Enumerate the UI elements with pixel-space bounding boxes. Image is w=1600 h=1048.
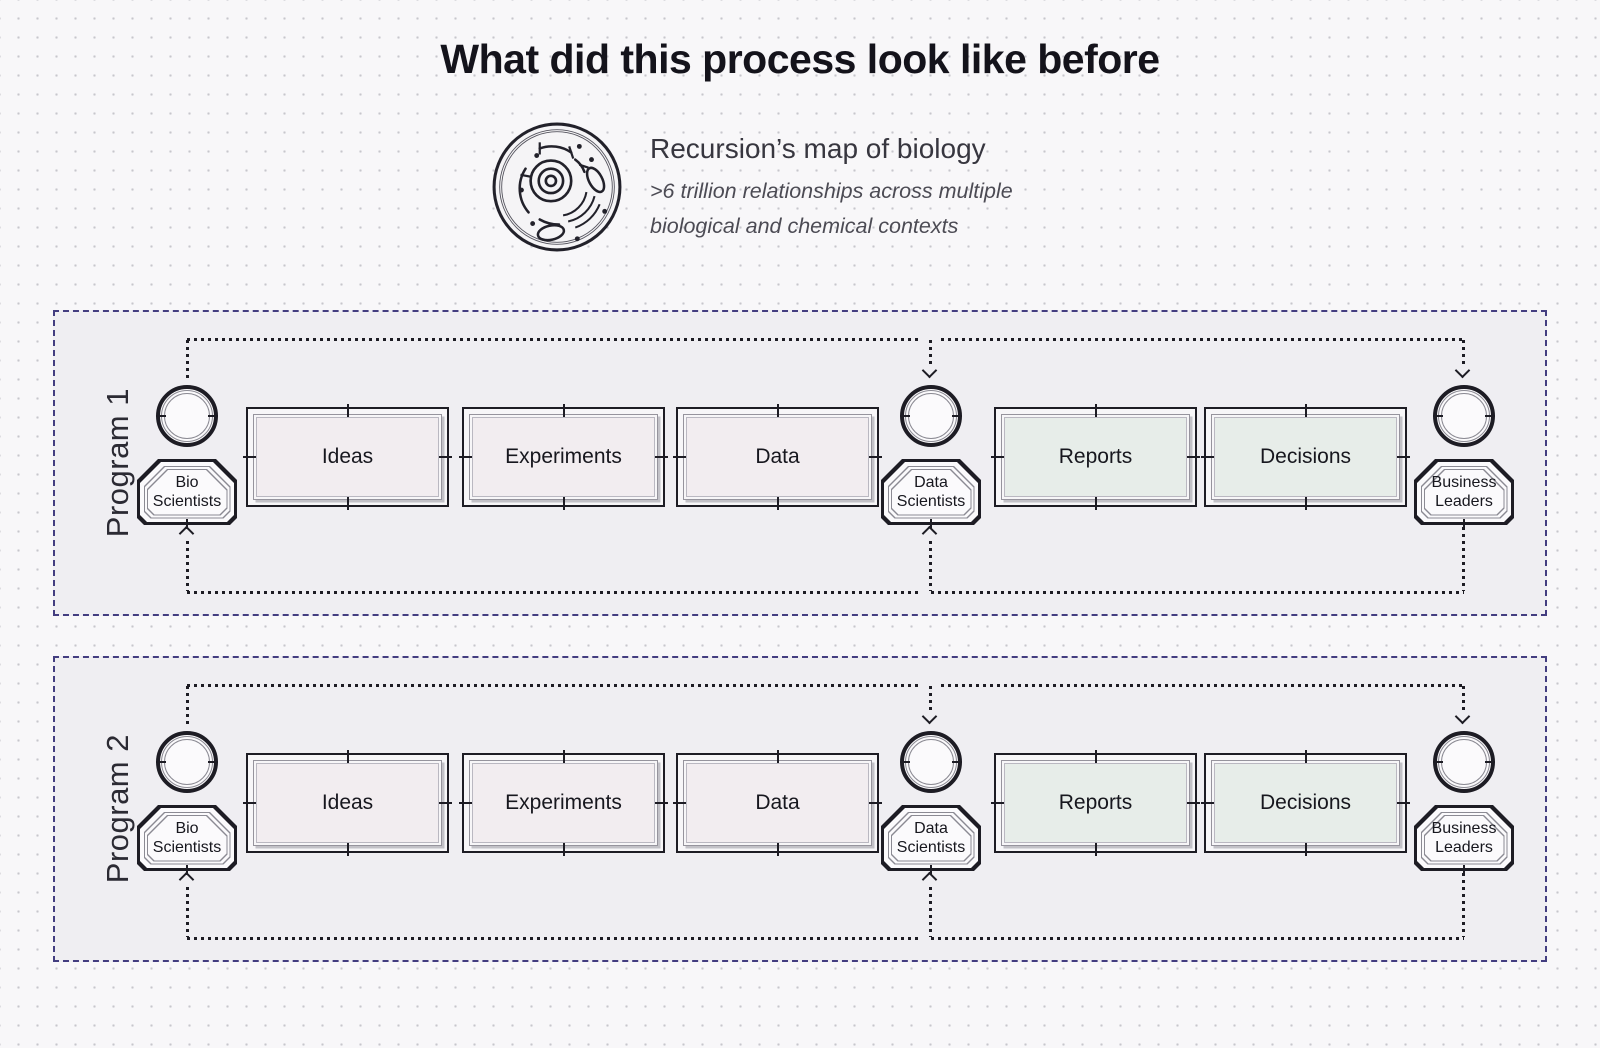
feedback-line-bottom xyxy=(931,591,1464,594)
feedback-line-top xyxy=(187,338,921,341)
hero-subtitle-line2: biological and chemical contexts xyxy=(650,214,959,238)
figure-label: Business Leaders xyxy=(1431,474,1497,510)
arrow-down-icon xyxy=(921,362,938,379)
feedback-line-bottom xyxy=(931,937,1464,940)
person-head-icon xyxy=(900,731,962,793)
person-body-icon: Business Leaders xyxy=(1414,805,1514,875)
box-label: Ideas xyxy=(321,791,374,814)
figure-label: Bio Scientists xyxy=(152,820,222,856)
feedback-line-source xyxy=(186,686,189,726)
box-label: Experiments xyxy=(505,791,622,814)
person-body-icon: Business Leaders xyxy=(1414,459,1514,529)
feedback-line-branch xyxy=(186,887,189,937)
program-1-panel: Program 1 Bio Scientists xyxy=(53,310,1547,616)
box-label: Experiments xyxy=(505,445,622,468)
person-head-icon xyxy=(900,385,962,447)
process-box-ideas: Ideas xyxy=(246,750,452,856)
person-head-icon xyxy=(156,731,218,793)
feedback-line-bottom xyxy=(187,937,921,940)
business-leaders-figure: Business Leaders xyxy=(1414,385,1514,529)
feedback-line-top xyxy=(187,684,921,687)
bio-scientists-figure: Bio Scientists xyxy=(137,731,237,875)
hero-subtitle-line1: >6 trillion relationships across multipl… xyxy=(650,179,1013,203)
feedback-line-top xyxy=(941,684,1464,687)
process-box-decisions: Decisions xyxy=(1204,404,1410,510)
figure-label: Data Scientists xyxy=(896,474,966,510)
hero-heading: Recursion’s map of biology xyxy=(650,133,986,164)
bio-scientists-figure: Bio Scientists xyxy=(137,385,237,529)
person-body-icon: Data Scientists xyxy=(881,805,981,875)
figure-label: Bio Scientists xyxy=(152,474,222,510)
figure-label: Business Leaders xyxy=(1431,820,1497,856)
data-scientists-figure: Data Scientists xyxy=(881,385,981,529)
box-label: Decisions xyxy=(1259,445,1352,468)
cell-icon xyxy=(492,122,622,252)
process-box-decisions: Decisions xyxy=(1204,750,1410,856)
feedback-line-branch xyxy=(1462,686,1465,712)
arrow-down-icon xyxy=(1454,362,1471,379)
person-body-icon: Bio Scientists xyxy=(137,459,237,529)
process-box-ideas: Ideas xyxy=(246,404,452,510)
data-scientists-figure: Data Scientists xyxy=(881,731,981,875)
feedback-line-branch xyxy=(929,541,932,591)
feedback-line-branch xyxy=(929,686,932,712)
business-leaders-figure: Business Leaders xyxy=(1414,731,1514,875)
person-body-icon: Data Scientists xyxy=(881,459,981,529)
process-box-data: Data xyxy=(676,750,882,856)
person-head-icon xyxy=(1433,731,1495,793)
feedback-line-top xyxy=(941,338,1464,341)
hero-section: Recursion’s map of biology >6 trillion r… xyxy=(490,119,1190,259)
person-head-icon xyxy=(156,385,218,447)
feedback-line-branch xyxy=(929,887,932,937)
process-box-experiments: Experiments xyxy=(462,404,668,510)
person-body-icon: Bio Scientists xyxy=(137,805,237,875)
box-label: Reports xyxy=(1058,445,1133,468)
feedback-line-source xyxy=(1462,873,1465,937)
process-box-reports: Reports xyxy=(994,750,1200,856)
box-label: Data xyxy=(755,791,800,814)
box-label: Ideas xyxy=(321,445,374,468)
box-label: Reports xyxy=(1058,791,1133,814)
feedback-line-bottom xyxy=(187,591,921,594)
process-box-reports: Reports xyxy=(994,404,1200,510)
arrow-down-icon xyxy=(1454,708,1471,725)
process-box-experiments: Experiments xyxy=(462,750,668,856)
feedback-line-branch xyxy=(1462,340,1465,366)
page-title: What did this process look like before xyxy=(440,36,1160,82)
feedback-line-branch xyxy=(186,541,189,591)
person-head-icon xyxy=(1433,385,1495,447)
arrow-down-icon xyxy=(921,708,938,725)
box-label: Decisions xyxy=(1259,791,1352,814)
box-label: Data xyxy=(755,445,800,468)
feedback-line-branch xyxy=(929,340,932,366)
program-2-panel: Program 2 Bio Scientists xyxy=(53,656,1547,962)
hero-text-block: Recursion’s map of biology >6 trillion r… xyxy=(650,133,1190,244)
feedback-line-source xyxy=(1462,527,1465,591)
process-box-data: Data xyxy=(676,404,882,510)
feedback-line-source xyxy=(186,340,189,380)
figure-label: Data Scientists xyxy=(896,820,966,856)
